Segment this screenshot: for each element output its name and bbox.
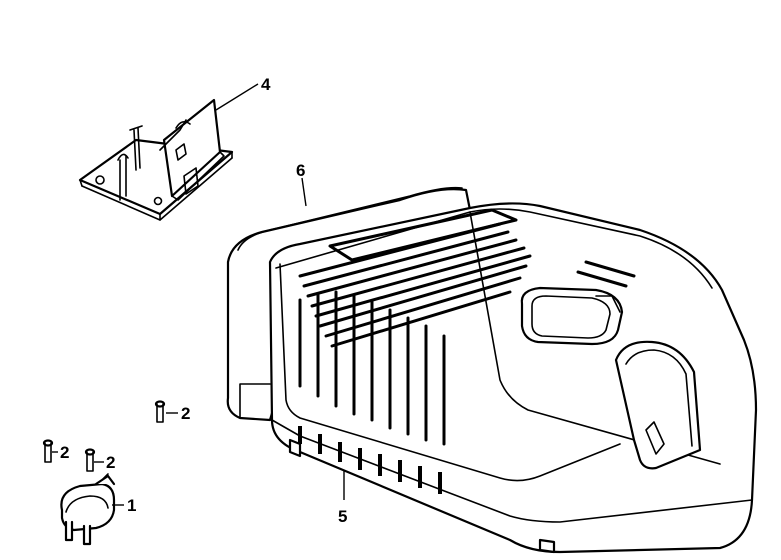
front-vent-slots xyxy=(298,290,446,446)
callout-2b: 2 xyxy=(60,443,69,462)
leader-lines xyxy=(52,83,345,506)
part-charger-body xyxy=(268,202,758,554)
callout-5: 5 xyxy=(338,507,347,526)
part-plug xyxy=(60,473,116,546)
top-vent-ribs xyxy=(298,222,636,348)
screw-2a xyxy=(154,400,166,423)
front-cradle-recess xyxy=(614,340,702,470)
screw-2c xyxy=(84,448,96,472)
screw-2b xyxy=(42,439,54,463)
callout-4: 4 xyxy=(261,75,271,94)
callout-6: 6 xyxy=(296,161,305,180)
part-contact-bracket xyxy=(78,98,234,221)
lower-vent-slots xyxy=(298,426,442,494)
callout-labels: 4 6 5 2 2 2 1 xyxy=(60,75,347,526)
callout-2a: 2 xyxy=(181,404,190,423)
callout-1: 1 xyxy=(127,496,136,515)
callout-2c: 2 xyxy=(106,453,115,472)
battery-socket xyxy=(520,286,624,346)
